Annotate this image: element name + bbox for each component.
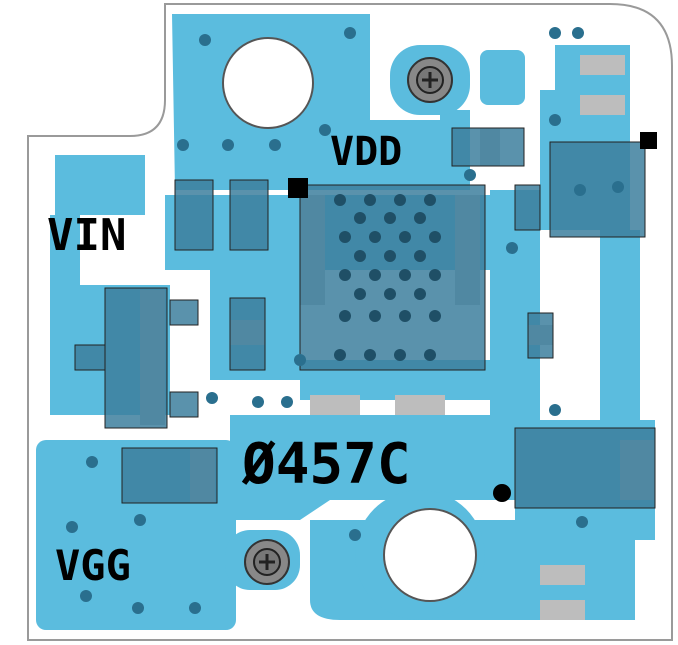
pin1-marker — [640, 132, 657, 149]
vias — [66, 27, 624, 614]
screw-icon — [407, 57, 453, 103]
components — [74, 127, 656, 509]
mounting-hole — [222, 37, 314, 129]
pin1-marker — [288, 178, 308, 198]
label-part-number: Ø457C — [241, 432, 411, 497]
mounting-hole — [383, 508, 477, 602]
screw-icon — [244, 539, 290, 585]
label-vin: VIN — [47, 210, 126, 261]
bga-balls — [334, 194, 441, 361]
label-vgg: VGG — [55, 541, 131, 590]
label-vdd: VDD — [330, 129, 402, 175]
pin1-marker — [493, 484, 511, 502]
